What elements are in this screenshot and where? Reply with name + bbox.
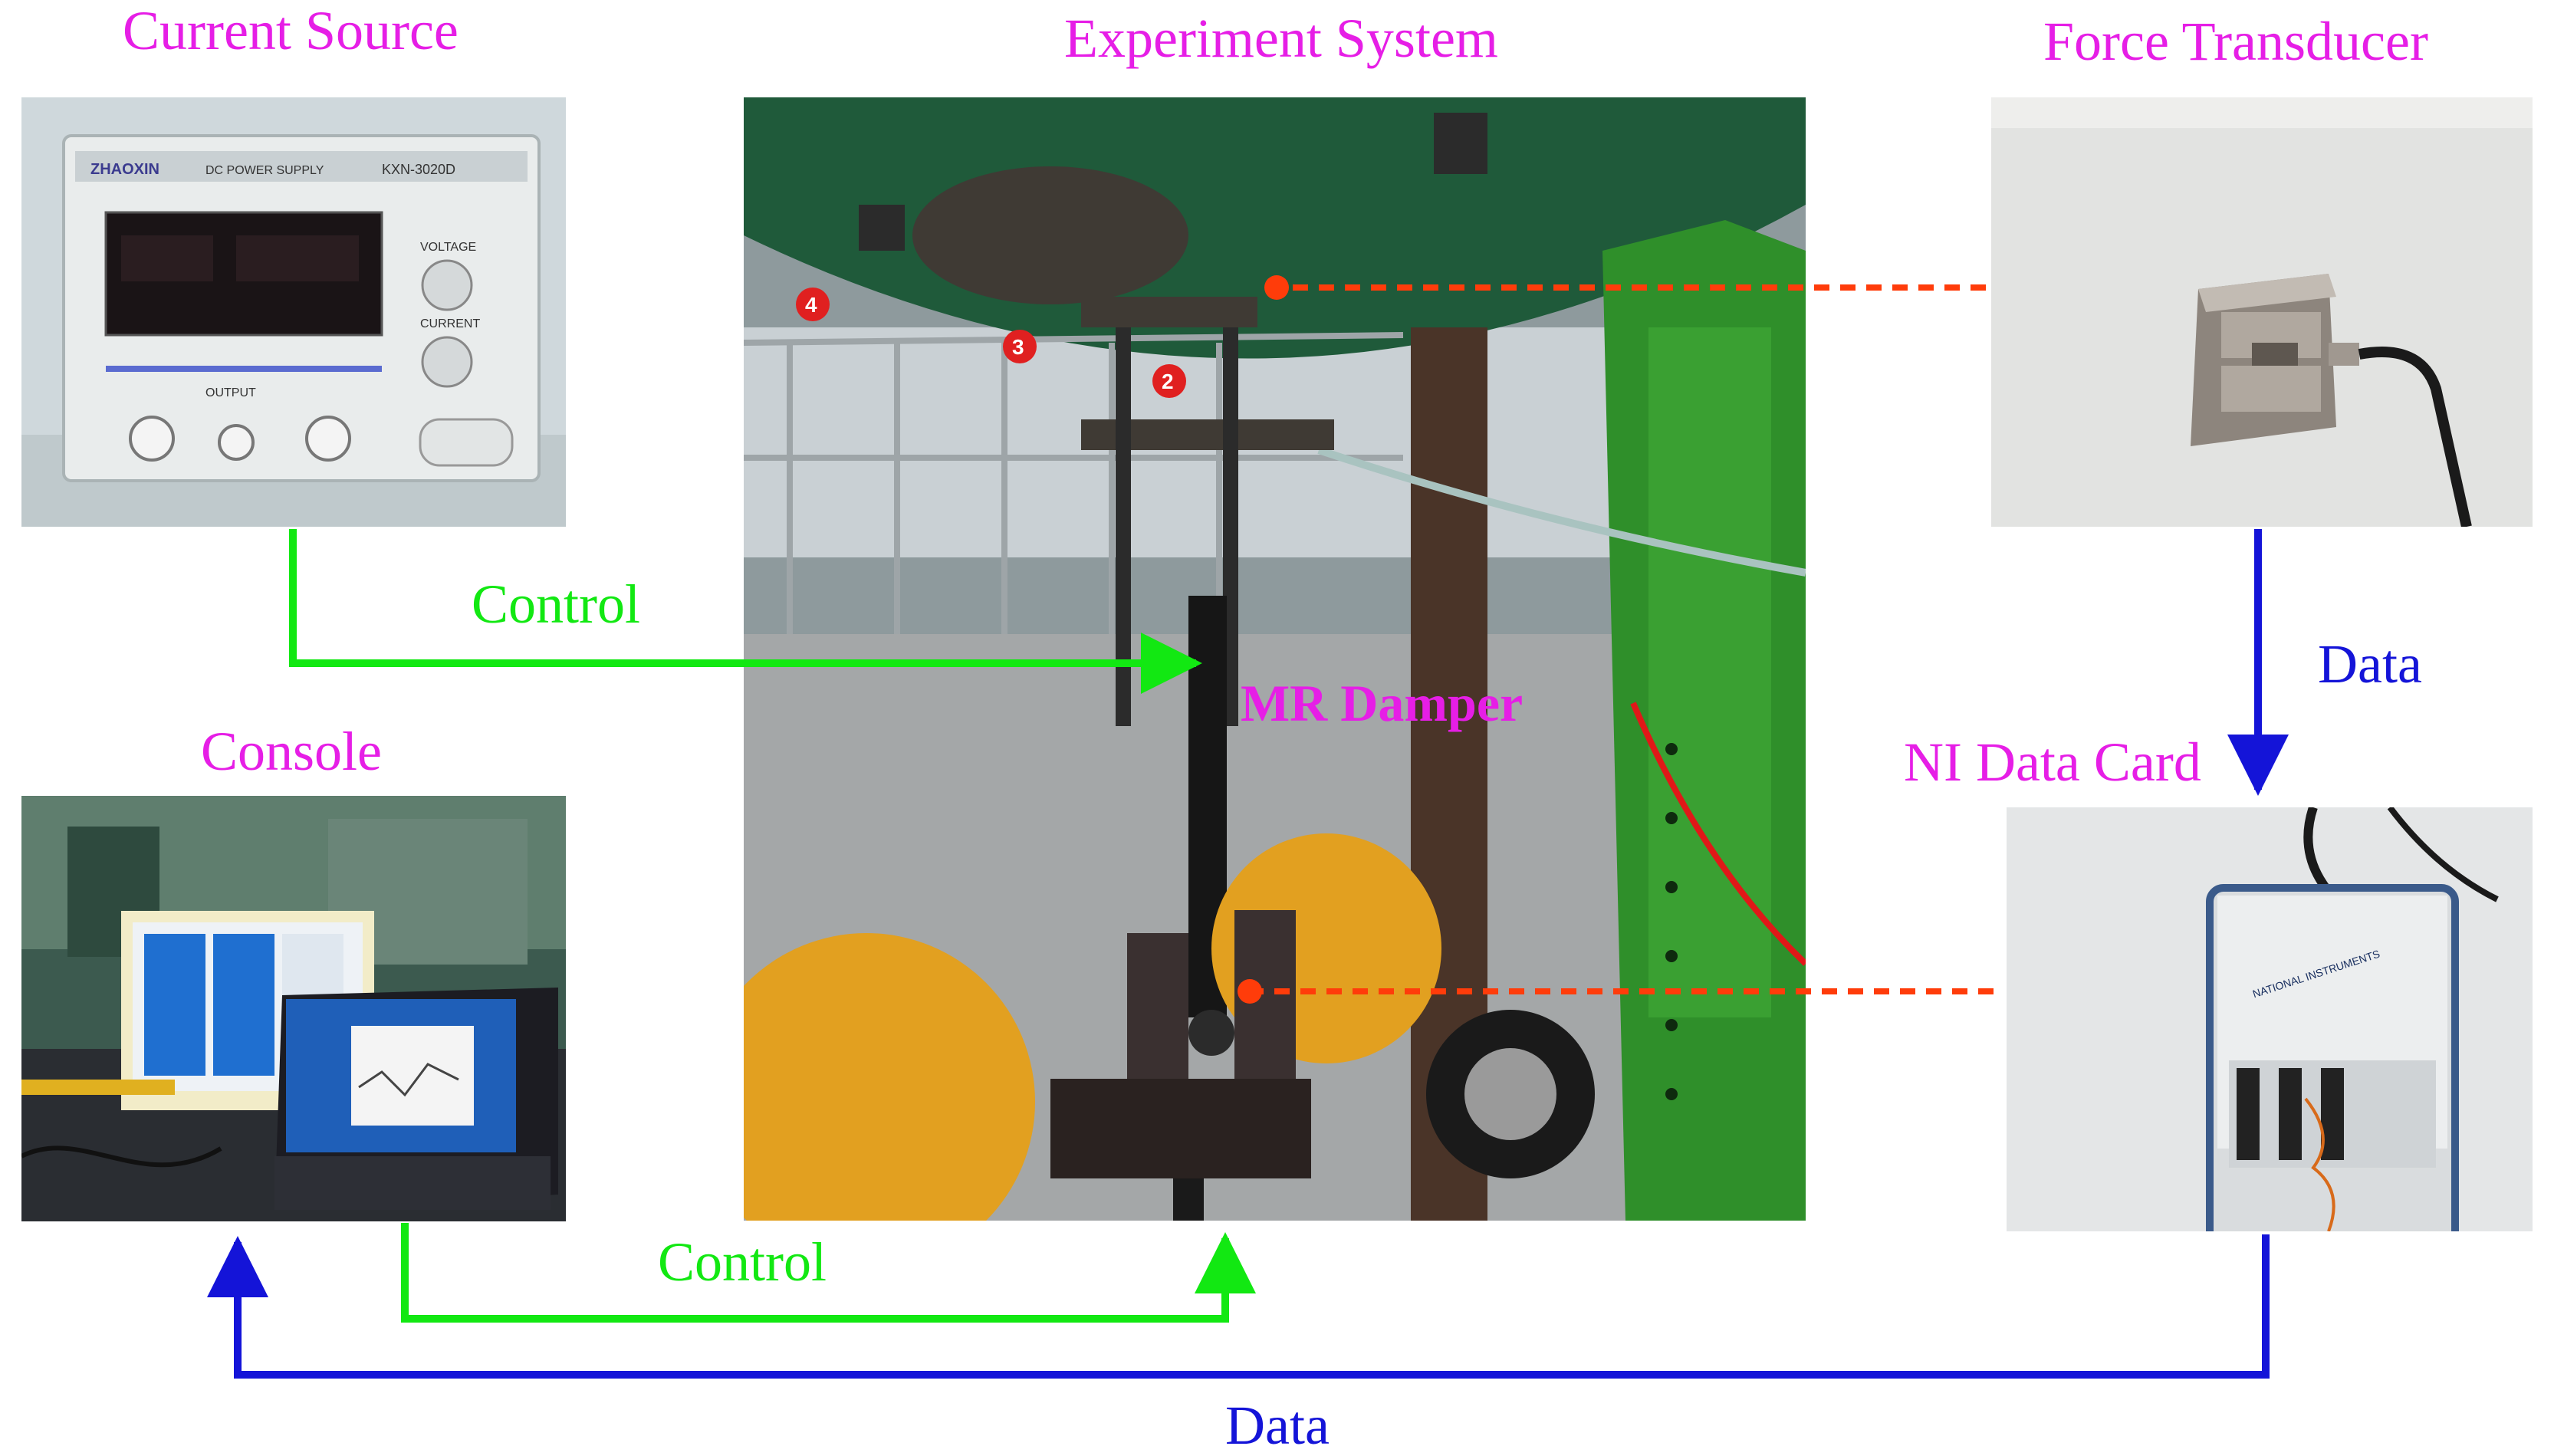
ni-data-card-photo: NATIONAL INSTRUMENTS <box>2007 807 2533 1231</box>
wall-marker-4: 4 <box>805 293 817 317</box>
console-title: Console <box>201 721 383 782</box>
control-edge-console <box>401 1223 1256 1323</box>
voltage-label: VOLTAGE <box>420 241 476 254</box>
control-label-console: Control <box>658 1231 827 1293</box>
data-label-transducer: Data <box>2318 633 2422 695</box>
control-label-current-source: Control <box>472 574 641 635</box>
power-supply-model: KXN-3020D <box>382 162 455 177</box>
output-label: OUTPUT <box>205 386 256 399</box>
link-point-top <box>1264 275 1289 300</box>
force-transducer-photo <box>1991 97 2533 527</box>
current-label: CURRENT <box>420 317 480 330</box>
current-source-title: Current Source <box>123 0 459 61</box>
mr-damper-label: MR Damper <box>1241 674 1524 732</box>
wall-marker-2: 2 <box>1162 370 1174 393</box>
experiment-system-title: Experiment System <box>1064 8 1498 69</box>
link-point-bottom <box>1238 979 1262 1004</box>
power-supply-brand: ZHAOXIN <box>90 161 159 178</box>
data-edge-card-to-console <box>207 1234 2270 1379</box>
data-label-card: Data <box>1225 1395 1330 1456</box>
ni-data-card-title: NI Data Card <box>1904 731 2201 793</box>
force-transducer-title: Force Transducer <box>2043 11 2428 72</box>
wall-marker-3: 3 <box>1012 335 1024 359</box>
console-photo <box>21 796 566 1221</box>
power-supply-type: DC POWER SUPPLY <box>205 164 324 177</box>
control-edge-current-source <box>289 529 1202 694</box>
current-source-photo: ZHAOXIN DC POWER SUPPLY KXN-3020D VOLTAG… <box>21 97 566 527</box>
